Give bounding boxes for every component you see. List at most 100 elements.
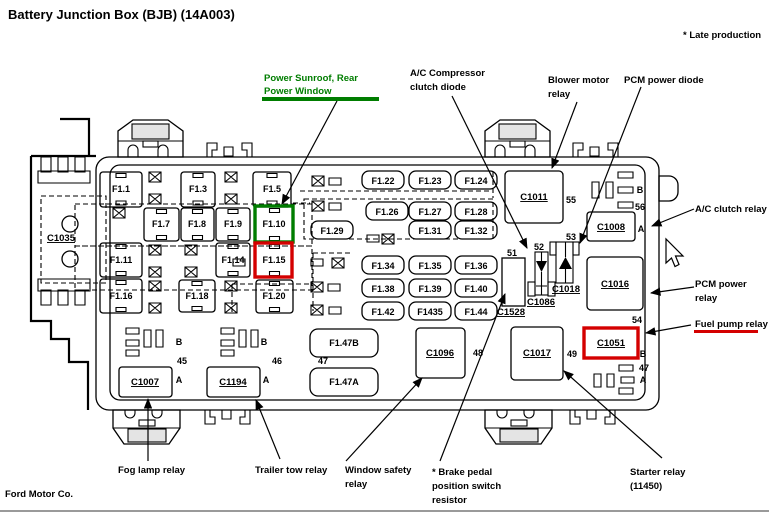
label-F1.14: F1.14 xyxy=(221,255,244,265)
callout-window-safety-line2: relay xyxy=(345,479,368,490)
callout-blower-line2: relay xyxy=(548,89,571,100)
bottom-clips-1 xyxy=(204,409,251,425)
c1035-hole-1 xyxy=(61,215,79,233)
fuse-F1.28 xyxy=(454,201,498,221)
callout-pcm-diode: PCM power diode xyxy=(624,75,704,86)
bottom-housing-1 xyxy=(112,409,181,445)
fuse-F1.29 xyxy=(310,220,354,240)
callout-ac-compressor-line1: A/C Compressor xyxy=(410,68,485,79)
label-F1.22: F1.22 xyxy=(371,176,394,186)
page-title: Battery Junction Box (BJB) (14A003) xyxy=(8,7,235,22)
pin-52: 52 xyxy=(534,242,544,252)
resistor-C1528 xyxy=(501,257,526,307)
late-production-note: * Late production xyxy=(683,30,761,41)
connector-C1011 xyxy=(504,170,564,224)
pin-49: 49 xyxy=(567,349,577,359)
label-F1.42: F1.42 xyxy=(371,307,394,317)
label-F1.28: F1.28 xyxy=(464,207,487,217)
callouts: Battery Junction Box (BJB) (14A003) * La… xyxy=(5,7,769,506)
arrow-window-safety-relay xyxy=(345,377,423,462)
callout-starter-line2: (11450) xyxy=(630,481,662,492)
pin-45: 45 xyxy=(177,356,187,366)
label-F1.38: F1.38 xyxy=(371,284,394,294)
enclosure xyxy=(29,117,679,445)
pin-53: 53 xyxy=(566,232,576,242)
top-housing-1 xyxy=(117,119,184,158)
fuse-F1.24 xyxy=(454,170,498,190)
left-mount-rail xyxy=(29,154,96,410)
label-F1.18: F1.18 xyxy=(185,291,208,301)
connector-C1007 xyxy=(118,366,173,398)
mouse-cursor xyxy=(665,237,685,268)
callout-fuel-pump-relay: Fuel pump relay xyxy=(695,319,769,330)
arrow-ac-compressor-diode xyxy=(451,95,528,249)
spare-slots xyxy=(125,171,635,395)
callout-ac-compressor-line2: clutch diode xyxy=(410,82,466,93)
pin-B-right: B xyxy=(640,349,647,359)
label-F1.15: F1.15 xyxy=(262,255,285,265)
fuse-F1.23 xyxy=(408,170,452,190)
label-F1435: F1435 xyxy=(417,307,443,317)
label-F1.10: F1.10 xyxy=(262,219,285,229)
bottom-housing-2 xyxy=(484,409,553,445)
label-F1.24: F1.24 xyxy=(464,176,487,186)
pin-47-mid: 47 xyxy=(318,356,328,366)
fuse-F1.15-highlight-red xyxy=(253,241,294,279)
fuse-F1.14 xyxy=(215,242,251,278)
label-F1.47B: F1.47B xyxy=(329,338,359,348)
label-F1.9: F1.9 xyxy=(224,219,242,229)
label-F1.47A: F1.47A xyxy=(329,377,359,387)
callout-brake-line3: resistor xyxy=(432,495,467,506)
fuse-F1.42 xyxy=(361,301,405,321)
callout-starter-line1: Starter relay xyxy=(630,467,686,478)
label-C1194: C1194 xyxy=(219,377,247,388)
fuse-F1.7 xyxy=(143,207,180,242)
connector-labels: C1035 C1007 C1194 C1096 C1017 C1051 C101… xyxy=(47,192,629,388)
green-underline xyxy=(262,97,379,101)
fuse-F1.35 xyxy=(408,255,452,275)
label-F1.16: F1.16 xyxy=(109,291,132,301)
callout-pcm-relay-line2: relay xyxy=(695,293,718,304)
label-F1.5: F1.5 xyxy=(263,184,281,194)
label-C1008: C1008 xyxy=(597,222,625,233)
fuse-F1.9 xyxy=(215,207,251,242)
inner-panel xyxy=(109,164,646,401)
bottom-clips-2 xyxy=(569,409,616,425)
fuse-F1.44 xyxy=(454,301,498,321)
top-left-step xyxy=(60,117,91,156)
right-mount-tab xyxy=(658,175,679,202)
fuse-F1.47B xyxy=(309,328,379,358)
top-clips-1 xyxy=(206,142,253,157)
label-C1086: C1086 xyxy=(527,297,555,308)
pin-56: 56 xyxy=(635,202,645,212)
callout-power-sunroof-line2: Power Window xyxy=(264,86,332,97)
callout-power-sunroof-line1: Power Sunroof, Rear xyxy=(264,73,358,84)
label-F1.31: F1.31 xyxy=(418,226,441,236)
leader-arrows xyxy=(143,86,695,462)
connector-C1051-highlight-red xyxy=(582,326,640,360)
pin-B-top: B xyxy=(637,185,644,195)
fuse-F1.38 xyxy=(361,278,405,298)
pin-46: 46 xyxy=(272,356,282,366)
pin-A-right: A xyxy=(640,375,647,385)
pin-B-46: B xyxy=(261,337,268,347)
fuse-F1.31 xyxy=(408,220,452,240)
pin-A-46: A xyxy=(263,375,270,385)
label-F1.23: F1.23 xyxy=(418,176,441,186)
diode-C1018 xyxy=(549,241,580,284)
label-C1035: C1035 xyxy=(47,233,76,244)
callout-window-safety-line1: Window safety xyxy=(345,465,412,476)
label-F1.34: F1.34 xyxy=(371,261,394,271)
label-F1.27: F1.27 xyxy=(418,207,441,217)
label-C1096: C1096 xyxy=(426,348,454,359)
label-C1017: C1017 xyxy=(523,348,551,359)
arrow-trailer-tow-relay xyxy=(255,399,281,460)
pin-A-top: A xyxy=(638,224,645,234)
connector-C1096 xyxy=(415,327,466,379)
pin-55: 55 xyxy=(566,195,576,205)
fuse-F1.20 xyxy=(255,279,294,314)
left-bracket-bottom xyxy=(37,278,91,306)
callout-trailer-tow-relay: Trailer tow relay xyxy=(255,465,328,476)
c1035-hole-2 xyxy=(61,250,79,268)
